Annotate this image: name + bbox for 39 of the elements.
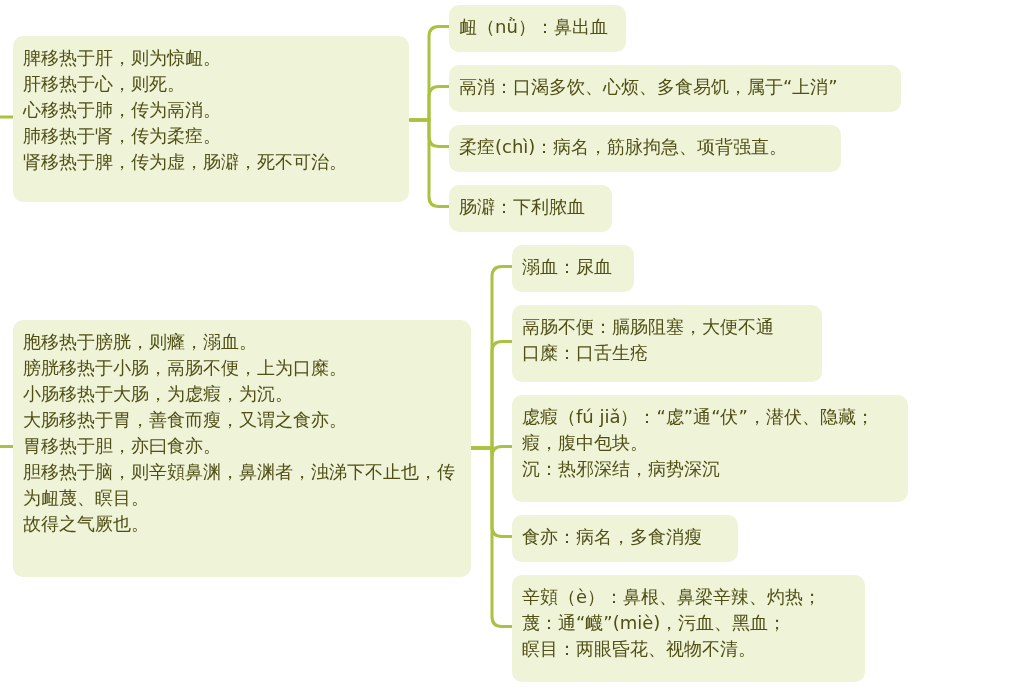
topic-box — [512, 515, 738, 562]
note-text: 大肠移热于胃，善食而瘦，又谓之食亦。 — [23, 408, 348, 432]
note-text: 膀胱移热于小肠，鬲肠不便，上为口糜。 — [23, 356, 348, 380]
note-text: 食亦：病名，多食消瘦 — [522, 525, 703, 549]
note-text: 肾移热于脾，传为虚，肠澼，死不可治。 — [23, 150, 348, 174]
note-text: 柔痓(chì)：病名，筋脉拘急、项背强直。 — [459, 135, 789, 159]
topic-box — [512, 245, 634, 292]
note-text: 心移热于肺，传为鬲消。 — [23, 98, 222, 122]
topic-box — [449, 65, 901, 112]
note-text: 瘕，腹中包块。 — [522, 431, 649, 455]
topic-box — [13, 36, 409, 202]
note-text: 胃移热于胆，亦曰食亦。 — [23, 434, 222, 458]
note-text: 故得之气厥也。 — [23, 512, 150, 536]
note-text: 口糜：口舌生疮 — [522, 341, 649, 365]
note-text: 胞移热于膀胱，则癃，溺血。 — [23, 330, 258, 354]
note-text: 肺移热于肾，传为柔痓。 — [23, 124, 222, 148]
topic-box — [13, 320, 471, 577]
note-text: 虙瘕（fú jiǎ）：“虙”通“伏”，潜伏、隐藏； — [522, 405, 875, 429]
note-text: 肠澼：下利脓血 — [459, 195, 586, 219]
topic-box — [512, 395, 908, 502]
note-text: 鬲肠不便：膈肠阻塞，大便不通 — [522, 315, 775, 339]
note-text: 小肠移热于大肠，为虙瘕，为沉。 — [23, 382, 294, 406]
topic-box — [449, 5, 626, 52]
topic-box — [512, 575, 865, 682]
note-text: 胆移热于脑，则辛頞鼻渊，鼻渊者，浊涕下不止也，传为衄蔑、瞑目。 — [23, 460, 456, 510]
topic-box — [512, 305, 822, 382]
note-text: 辛頞（è）：鼻根、鼻梁辛辣、灼热； — [522, 585, 823, 609]
note-text: 瞑目：两眼昏花、视物不清。 — [522, 637, 757, 661]
note-text: 衄（nǜ）：鼻出血 — [459, 15, 609, 39]
connector-line — [0, 115, 13, 119]
connector-line — [0, 445, 13, 448]
topic-box — [449, 185, 612, 232]
note-text: 蔑：通“衊”(miè)，污血、黑血； — [522, 611, 788, 635]
note-text: 脾移热于肝，则为惊衄。 — [23, 46, 222, 70]
note-text: 沉：热邪深结，病势深沉 — [522, 457, 721, 481]
note-text: 肝移热于心，则死。 — [23, 72, 186, 96]
topic-box — [449, 125, 841, 172]
note-text: 溺血：尿血 — [522, 255, 613, 279]
note-text: 鬲消：口渴多饮、心烦、多食易饥，属于“上消” — [459, 75, 839, 99]
